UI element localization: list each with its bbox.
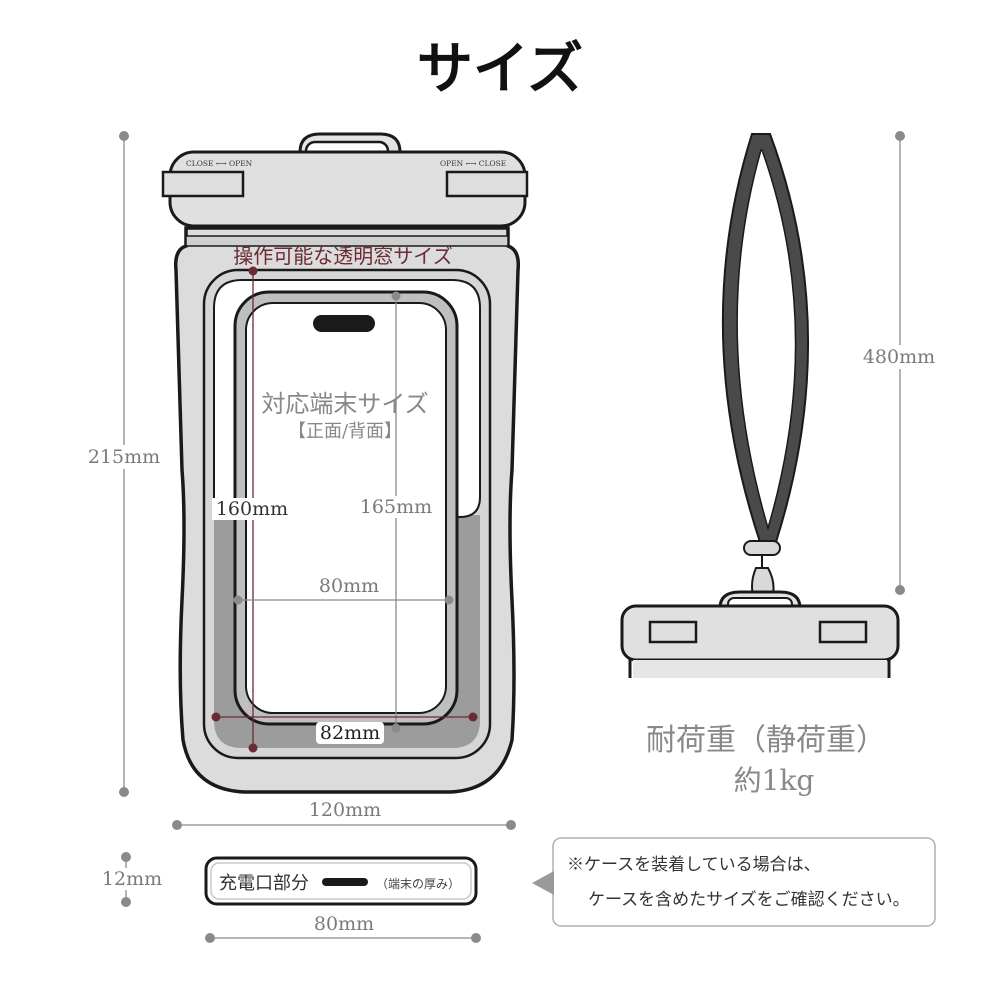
dot	[506, 820, 516, 830]
dot	[119, 787, 129, 797]
strap-length-value: 480mm	[863, 346, 935, 368]
dot	[895, 131, 905, 141]
dot	[391, 291, 401, 301]
switch-label-right: OPEN ⟷ CLOSE	[440, 159, 506, 168]
thickness-note: （端末の厚み）	[376, 877, 460, 891]
dot	[233, 595, 243, 605]
dot	[248, 266, 258, 276]
strap-view: 480mm	[620, 131, 940, 678]
charging-port-inner	[210, 862, 472, 900]
dot	[172, 820, 182, 830]
window-size-label: 操作可能な透明窓サイズ	[233, 244, 452, 268]
phone-notch	[313, 315, 375, 332]
case-body-top	[633, 660, 887, 678]
dot	[391, 723, 401, 733]
charging-port-label: 充電口部分	[219, 873, 309, 894]
side-switch-right	[818, 620, 868, 644]
port-slot	[322, 878, 368, 886]
label-bg	[212, 498, 292, 520]
dot	[205, 933, 215, 943]
dot	[468, 712, 478, 722]
window-height-value: 160mm	[216, 498, 288, 520]
device-size-label: 対応端末サイズ	[261, 390, 428, 418]
notice-line-2: ケースを含めたサイズをご確認ください。	[588, 890, 910, 910]
switch-label-left: CLOSE ⟷ OPEN	[186, 159, 253, 168]
notice-pointer	[532, 871, 554, 895]
dot	[471, 933, 481, 943]
thickness-view: 12mm 充電口部分 （端末の厚み） 80mm	[96, 852, 481, 943]
dot	[444, 595, 454, 605]
load-label: 耐荷重（静荷重）	[646, 723, 886, 758]
label-bg	[356, 496, 436, 518]
device-size-sub: 【正面/背面】	[288, 421, 402, 442]
notice-box	[552, 837, 936, 927]
label-bg	[316, 722, 384, 744]
total-height-value: 215mm	[88, 446, 160, 468]
total-width-dimension: 120mm	[172, 799, 516, 830]
clip-switch-right	[445, 170, 529, 198]
case-front-view: CLOSE ⟷ OPEN OPEN ⟷ CLOSE	[161, 132, 529, 794]
side-switch-left	[648, 620, 698, 644]
total-width-value: 120mm	[309, 799, 381, 821]
clip-switch-left	[161, 170, 245, 198]
strap-connector	[743, 540, 781, 556]
notice-line-1: ※ケースを装着している場合は、	[567, 855, 821, 875]
window-width-value: 82mm	[320, 722, 380, 744]
dot	[121, 852, 131, 862]
device-height-value: 165mm	[360, 496, 432, 518]
dot	[119, 131, 129, 141]
port-width-value: 80mm	[314, 913, 374, 935]
dot	[211, 712, 221, 722]
load-value: 約1kg	[734, 764, 815, 797]
thickness-value: 12mm	[102, 868, 162, 890]
label-bg	[858, 345, 940, 369]
case-edge	[628, 658, 891, 678]
dot	[248, 743, 258, 753]
label-bg	[96, 868, 160, 890]
page-title: サイズ	[417, 37, 583, 102]
dot	[121, 897, 131, 907]
notice-callout: ※ケースを装着している場合は、 ケースを含めたサイズをご確認ください。	[532, 837, 936, 927]
lanyard-gap	[736, 149, 797, 531]
label-bg	[82, 445, 166, 469]
total-height-dimension: 215mm	[82, 131, 166, 797]
seal-strip	[185, 235, 509, 247]
dot	[895, 585, 905, 595]
device-width-value: 80mm	[319, 575, 379, 597]
